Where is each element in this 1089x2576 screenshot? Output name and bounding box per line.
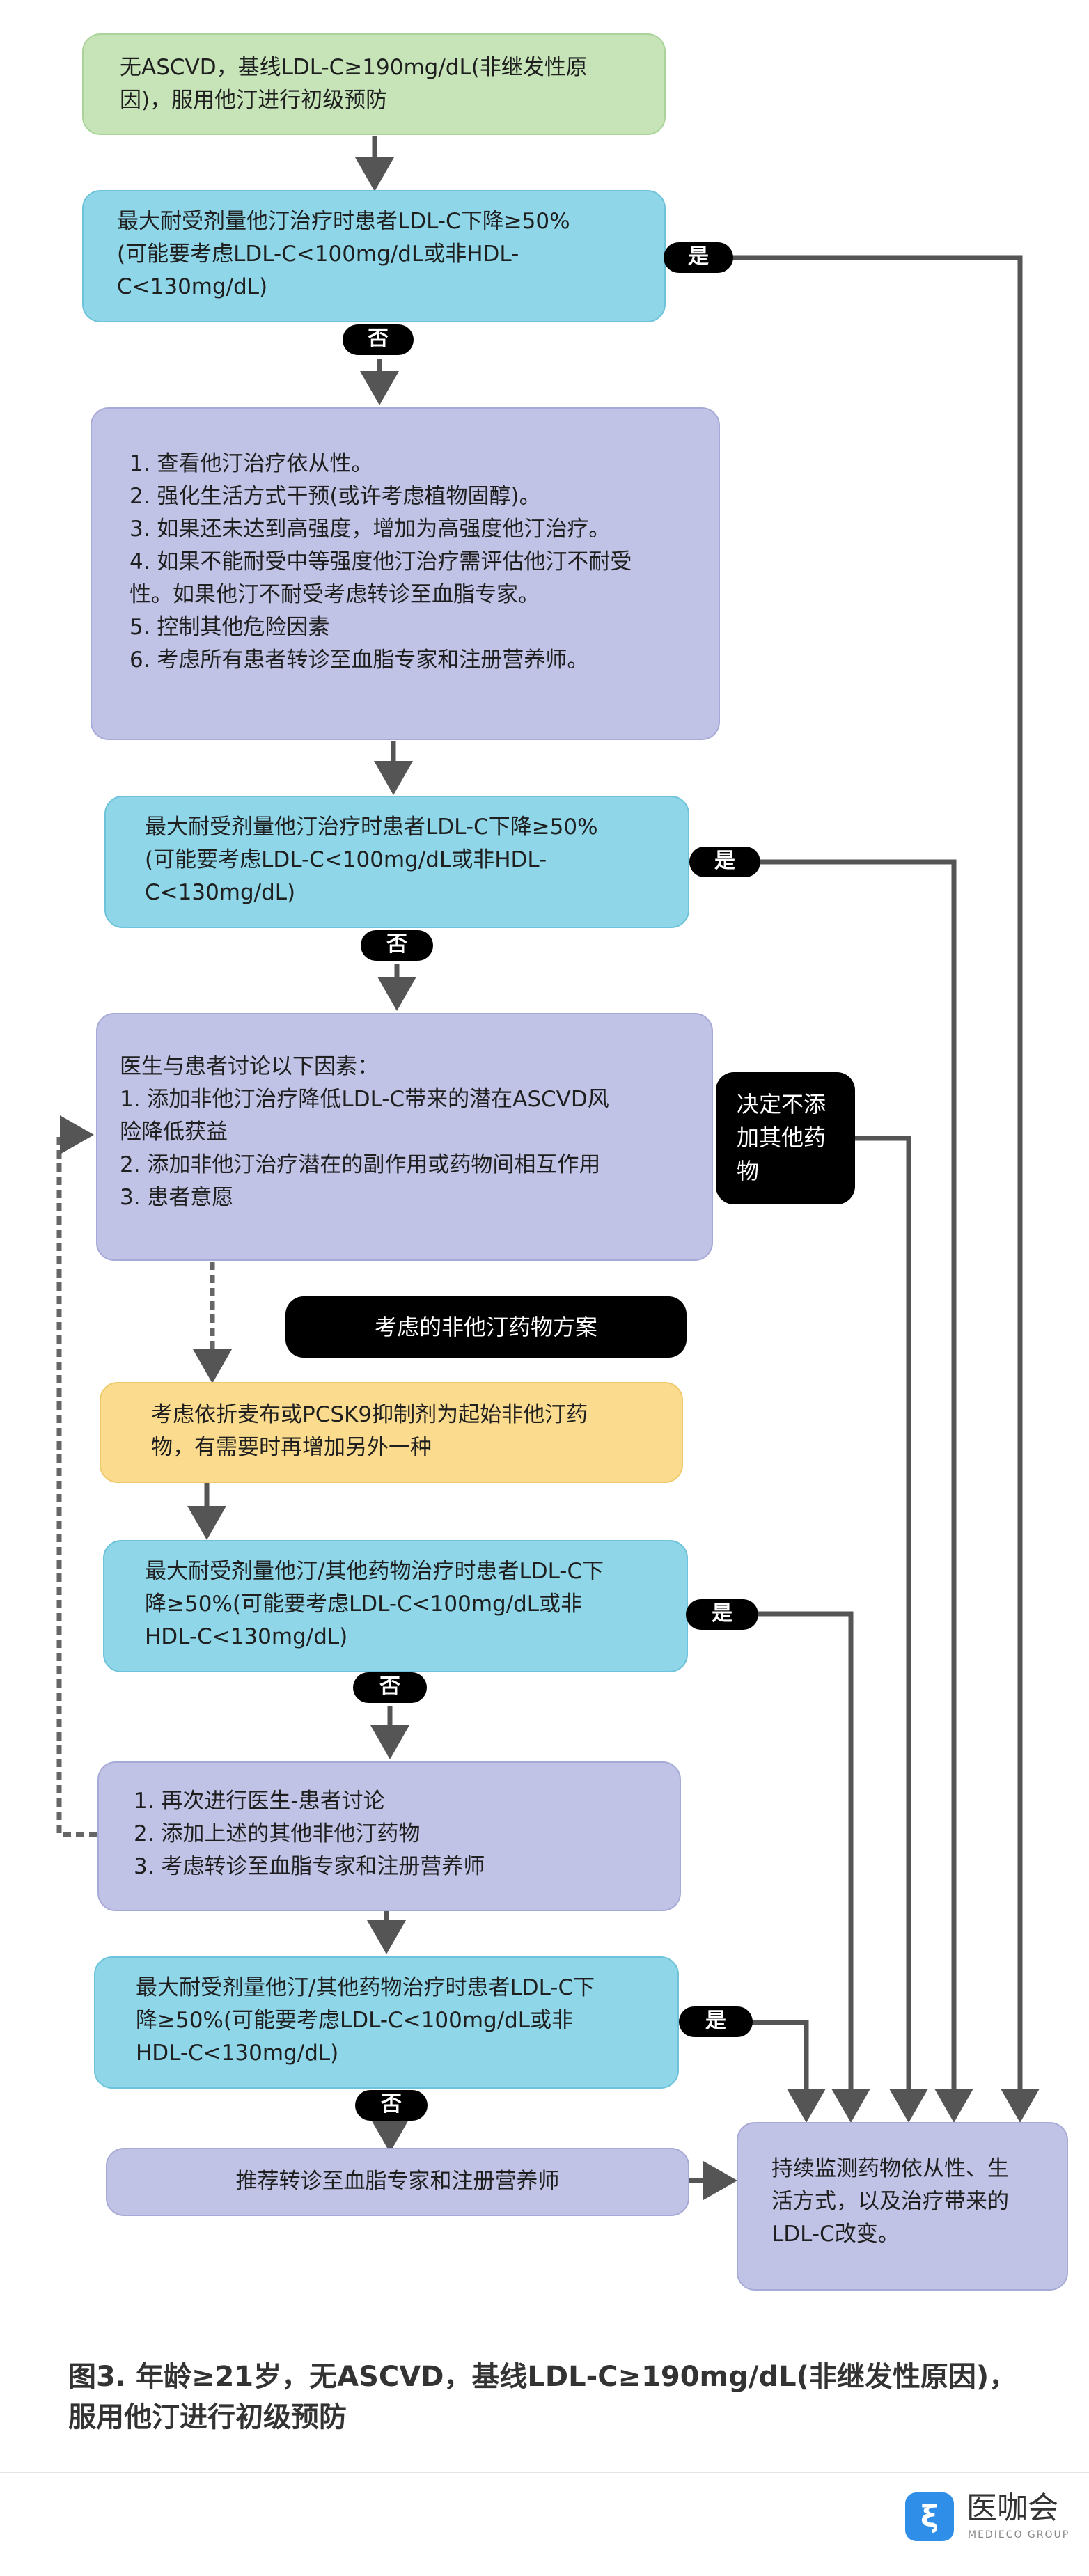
- no-label-2: 否: [361, 930, 433, 961]
- monitor-line-2: 活方式，以及治疗带来的: [771, 2189, 1009, 2214]
- start-box: 无ASCVD，基线LDL-C≥190mg/dL(非继发性原 因)，服用他汀进行初…: [82, 33, 666, 135]
- check3-line-1: 最大耐受剂量他汀/其他药物治疗时患者LDL-C下: [145, 1559, 604, 1584]
- figure-caption: 图3. 年龄≥21岁，无ASCVD，基线LDL-C≥190mg/dL(非继发性原…: [68, 2357, 1043, 2437]
- decide-line-1: 决定不添: [737, 1091, 826, 1117]
- arrow-yes2-to-monitor: [759, 859, 973, 2123]
- steps2-box: 1. 再次进行医生-患者讨论 2. 添加上述的其他非他汀药物 3. 考虑转诊至血…: [97, 1761, 681, 1911]
- dashed-arrow-steps2-to-discuss: [56, 1115, 97, 1837]
- monitor-line-3: LDL-C改变。: [771, 2222, 900, 2247]
- check4-box: 最大耐受剂量他汀/其他药物治疗时患者LDL-C下 降≥50%(可能要考虑LDL-…: [94, 1956, 679, 2089]
- check3-line-2: 降≥50%(可能要考虑LDL-C<100mg/dL或非: [145, 1592, 583, 1617]
- monitor-box: 持续监测药物依从性、生 活方式，以及治疗带来的 LDL-C改变。: [737, 2122, 1068, 2291]
- steps1-line-1: 1. 查看他汀治疗依从性。: [130, 451, 373, 476]
- no-label-1: 否: [343, 324, 414, 355]
- check3-box: 最大耐受剂量他汀/其他药物治疗时患者LDL-C下 降≥50%(可能要考虑LDL-…: [103, 1540, 688, 1672]
- discussion-line-2: 1. 添加非他汀治疗降低LDL-C带来的潜在ASCVD风: [120, 1087, 609, 1112]
- check2-line-2: (可能要考虑LDL-C<100mg/dL或非HDL-: [145, 847, 547, 872]
- check1-line-3: C<130mg/dL): [117, 274, 268, 299]
- check1-box: 最大耐受剂量他汀治疗时患者LDL-C下降≥50% (可能要考虑LDL-C<100…: [82, 190, 666, 322]
- monitor-line-1: 持续监测药物依从性、生: [771, 2156, 1009, 2181]
- arrow-decide-to-monitor: [853, 1136, 928, 2123]
- nonstatin-line-2: 物，有需要时再增加另外一种: [151, 1435, 432, 1460]
- brand-name-cn: 医咖会: [966, 2490, 1058, 2526]
- no-label-3: 否: [353, 1672, 427, 1703]
- steps1-line-5: 性。如果他汀不耐受考虑转诊至血脂专家。: [130, 582, 540, 607]
- caption-line-1: 图3. 年龄≥21岁，无ASCVD，基线LDL-C≥190mg/dL(非继发性原…: [68, 2361, 1017, 2393]
- steps1-line-7: 6. 考虑所有患者转诊至血脂专家和注册营养师。: [130, 647, 589, 673]
- decide-line-3: 物: [737, 1158, 760, 1184]
- check1-line-2: (可能要考虑LDL-C<100mg/dL或非HDL-: [117, 242, 519, 267]
- check2-line-1: 最大耐受剂量他汀治疗时患者LDL-C下降≥50%: [145, 815, 598, 840]
- steps1-line-2: 2. 强化生活方式干预(或许考虑植物固醇)。: [130, 484, 541, 509]
- discussion-line-1: 医生与患者讨论以下因素：: [120, 1054, 379, 1079]
- brand-name-en: MEDIECO GROUP: [968, 2529, 1070, 2540]
- start-line-2: 因)，服用他汀进行初级预防: [120, 88, 388, 113]
- steps2-line-3: 3. 考虑转诊至血脂专家和注册营养师: [134, 1854, 485, 1879]
- steps1-line-4: 4. 如果不能耐受中等强度他汀治疗需评估他汀不耐受: [130, 549, 632, 574]
- yes-label-3: 是: [686, 1599, 758, 1630]
- nonstatin-line-1: 考虑依折麦布或PCSK9抑制剂为起始非他汀药: [151, 1402, 588, 1427]
- arrow-yes4-to-monitor: [752, 2020, 826, 2123]
- brand-logo-icon: ξ: [905, 2492, 954, 2541]
- check3-line-3: HDL-C<130mg/dL): [145, 1624, 348, 1649]
- check4-line-3: HDL-C<130mg/dL): [136, 2041, 339, 2066]
- footer-divider: [0, 2472, 1089, 2473]
- steps1-line-3: 3. 如果还未达到高强度，增加为高强度他汀治疗。: [130, 517, 611, 542]
- check2-box: 最大耐受剂量他汀治疗时患者LDL-C下降≥50% (可能要考虑LDL-C<100…: [104, 796, 689, 928]
- no-label-4: 否: [355, 2090, 428, 2121]
- refer-box: 推荐转诊至血脂专家和注册营养师: [106, 2148, 689, 2216]
- steps2-line-1: 1. 再次进行医生-患者讨论: [134, 1789, 385, 1814]
- yes-label-1: 是: [664, 242, 733, 273]
- arrow-yes1-to-monitor: [731, 255, 1040, 2123]
- check2-line-3: C<130mg/dL): [145, 880, 296, 905]
- nonstatin-header: 考虑的非他汀药物方案: [285, 1296, 687, 1358]
- decide-line-2: 加其他药: [737, 1124, 826, 1151]
- check4-line-1: 最大耐受剂量他汀/其他药物治疗时患者LDL-C下: [136, 1975, 595, 2000]
- discussion-line-5: 3. 患者意愿: [120, 1185, 234, 1210]
- arrow-yes3-to-monitor: [758, 1611, 870, 2123]
- steps1-line-6: 5. 控制其他危险因素: [130, 615, 330, 640]
- start-line-1: 无ASCVD，基线LDL-C≥190mg/dL(非继发性原: [120, 55, 588, 80]
- discussion-line-4: 2. 添加非他汀治疗潜在的副作用或药物间相互作用: [120, 1152, 601, 1177]
- nonstatin-box: 考虑依折麦布或PCSK9抑制剂为起始非他汀药 物，有需要时再增加另外一种: [100, 1382, 683, 1483]
- discussion-box: 医生与患者讨论以下因素： 1. 添加非他汀治疗降低LDL-C带来的潜在ASCVD…: [96, 1013, 713, 1261]
- check4-line-2: 降≥50%(可能要考虑LDL-C<100mg/dL或非: [136, 2008, 574, 2033]
- caption-line-2: 服用他汀进行初级预防: [68, 2401, 347, 2433]
- steps2-line-2: 2. 添加上述的其他非他汀药物: [134, 1821, 421, 1846]
- yes-label-4: 是: [679, 2006, 753, 2037]
- discussion-line-3: 险降低获益: [120, 1120, 228, 1145]
- decide-no-add-box: 决定不添 加其他药 物: [716, 1072, 855, 1204]
- check1-line-1: 最大耐受剂量他汀治疗时患者LDL-C下降≥50%: [117, 209, 570, 234]
- yes-label-2: 是: [689, 847, 760, 877]
- steps1-box: 1. 查看他汀治疗依从性。 2. 强化生活方式干预(或许考虑植物固醇)。 3. …: [91, 407, 720, 740]
